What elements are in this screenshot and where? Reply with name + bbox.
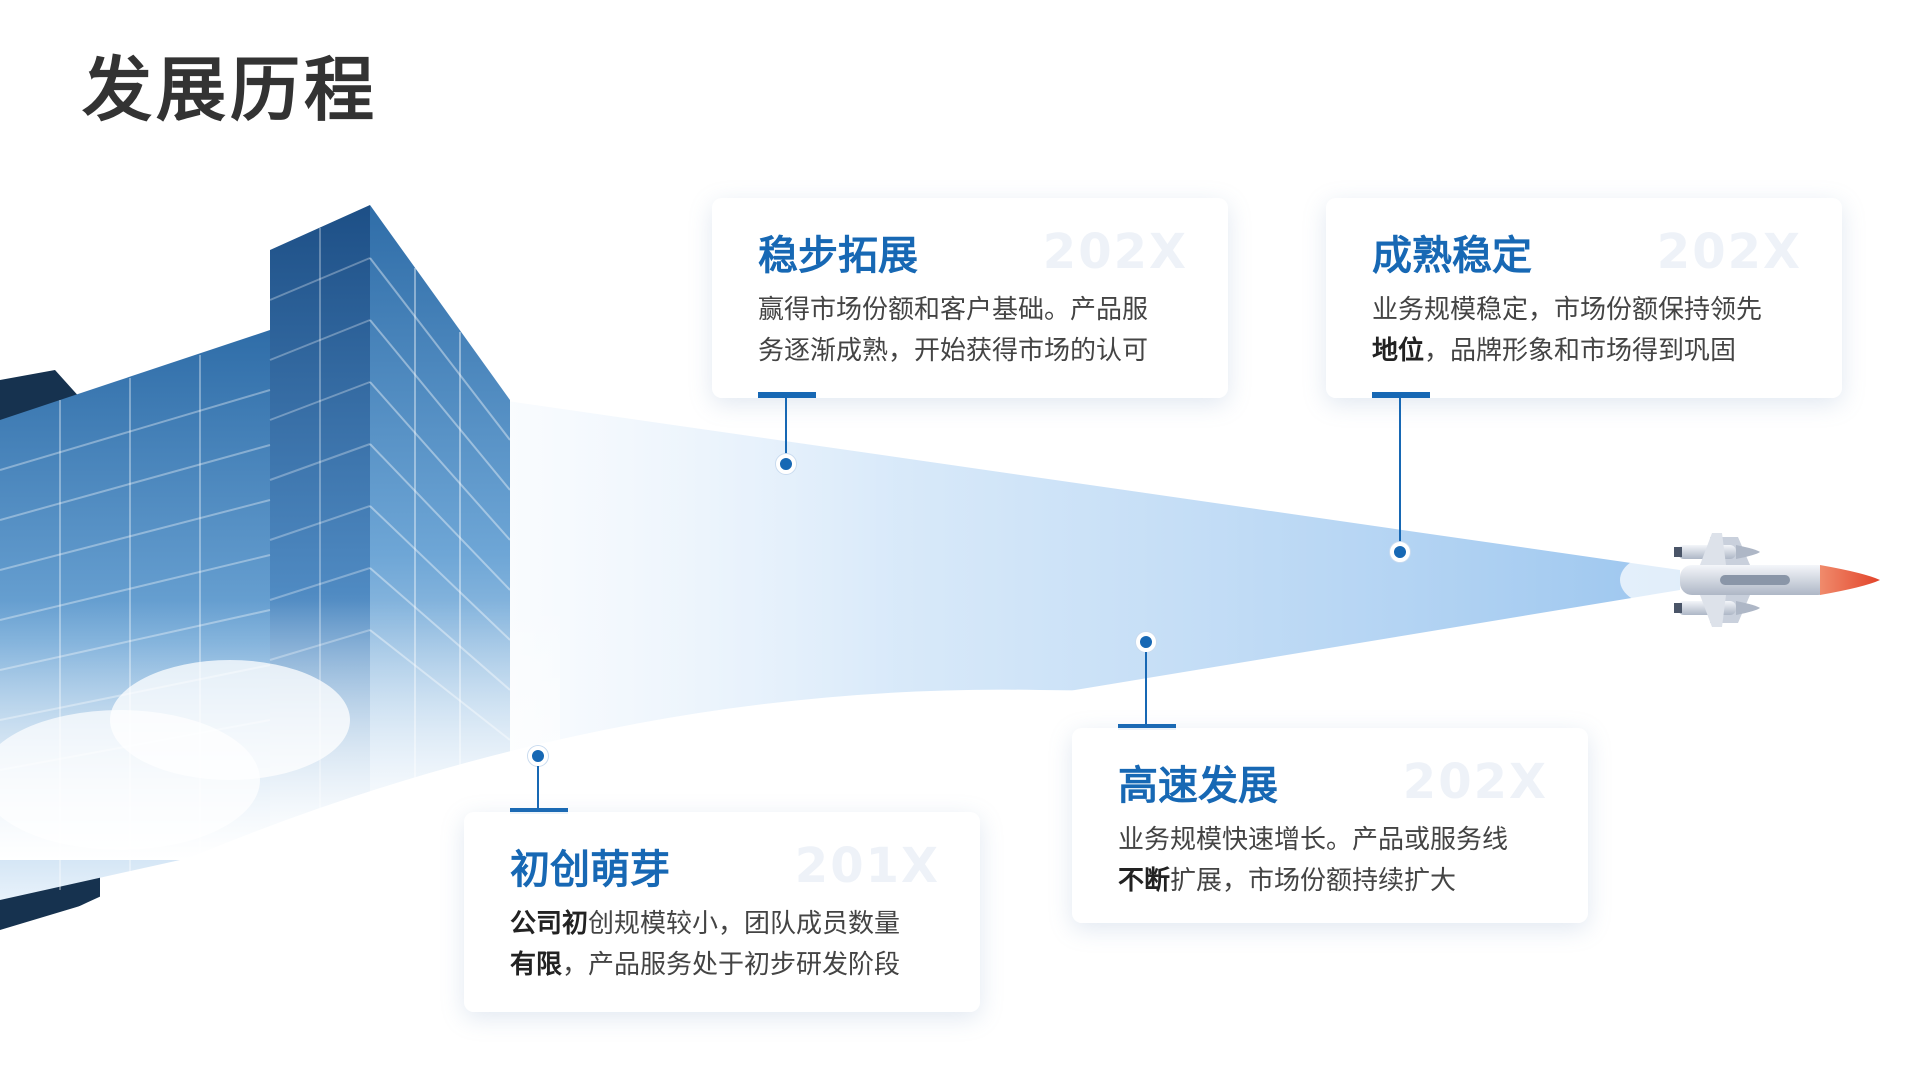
milestone-desc-3-line2: 扩展，市场份额持续扩大: [1170, 866, 1457, 896]
light-beam: [470, 400, 1680, 790]
milestone-desc-1-line2: ，产品服务处于初步研发阶段: [562, 950, 901, 980]
rocket-icon: [1620, 533, 1880, 627]
accent-bar-3: [1118, 724, 1176, 730]
timeline-stem-4: [1399, 398, 1401, 542]
timeline-stem-3: [1145, 652, 1147, 724]
milestone-desc-4: 业务规模稳定，市场份额保持领先 地位，品牌形象和市场得到巩固: [1372, 290, 1802, 372]
milestone-title-3: 高速发展: [1118, 763, 1278, 809]
accent-bar-4: [1372, 392, 1430, 398]
timeline-stem-1: [537, 766, 539, 808]
building-illustration: [0, 205, 560, 930]
milestone-desc-4-bold2: 地位: [1372, 336, 1425, 366]
milestone-desc-1-line1: 创规模较小，团队成员数量: [588, 909, 901, 939]
timeline-node-4: [1390, 542, 1410, 562]
milestone-card-2: 202X 稳步拓展 赢得市场份额和客户基础。产品服 务逐渐成熟，开始获得市场的认…: [712, 198, 1228, 398]
milestone-title-4: 成熟稳定: [1372, 233, 1532, 279]
milestone-card-1: 201X 初创萌芽 公司初创规模较小，团队成员数量 有限，产品服务处于初步研发阶…: [464, 812, 980, 1012]
milestone-desc-4-line2: ，品牌形象和市场得到巩固: [1424, 336, 1737, 366]
milestone-year-2: 202X: [1042, 224, 1188, 280]
accent-bar-1: [510, 808, 568, 814]
milestone-year-3: 202X: [1402, 754, 1548, 810]
milestone-card-3: 202X 高速发展 业务规模快速增长。产品或服务线 不断扩展，市场份额持续扩大: [1072, 728, 1588, 923]
milestone-title-2: 稳步拓展: [758, 233, 918, 279]
milestone-desc-3-line1: 业务规模快速增长。产品或服务线: [1118, 825, 1509, 855]
milestone-year-4: 202X: [1656, 224, 1802, 280]
milestone-desc-2: 赢得市场份额和客户基础。产品服 务逐渐成熟，开始获得市场的认可: [758, 290, 1188, 372]
timeline-stem-2: [785, 398, 787, 454]
accent-bar-2: [758, 392, 816, 398]
milestone-desc-2-line2: 务逐渐成熟，开始获得市场的认可: [758, 336, 1149, 366]
timeline-node-2: [776, 454, 796, 474]
milestone-year-1: 201X: [794, 838, 940, 894]
timeline-node-1: [528, 746, 548, 766]
timeline-node-3: [1136, 632, 1156, 652]
milestone-desc-4-line1: 业务规模稳定，市场份额保持领先: [1372, 295, 1763, 325]
milestone-desc-1-bold: 公司初: [510, 909, 589, 939]
milestone-desc-3: 业务规模快速增长。产品或服务线 不断扩展，市场份额持续扩大: [1118, 820, 1548, 902]
milestone-desc-2-line1: 赢得市场份额和客户基础。产品服: [758, 295, 1149, 325]
milestone-title-1: 初创萌芽: [510, 847, 670, 893]
milestone-desc-1-bold2: 有限: [510, 950, 563, 980]
milestone-card-4: 202X 成熟稳定 业务规模稳定，市场份额保持领先 地位，品牌形象和市场得到巩固: [1326, 198, 1842, 398]
milestone-desc-1: 公司初创规模较小，团队成员数量 有限，产品服务处于初步研发阶段: [510, 904, 940, 986]
page-title: 发展历程: [82, 49, 378, 131]
milestone-desc-3-bold2: 不断: [1118, 866, 1171, 896]
